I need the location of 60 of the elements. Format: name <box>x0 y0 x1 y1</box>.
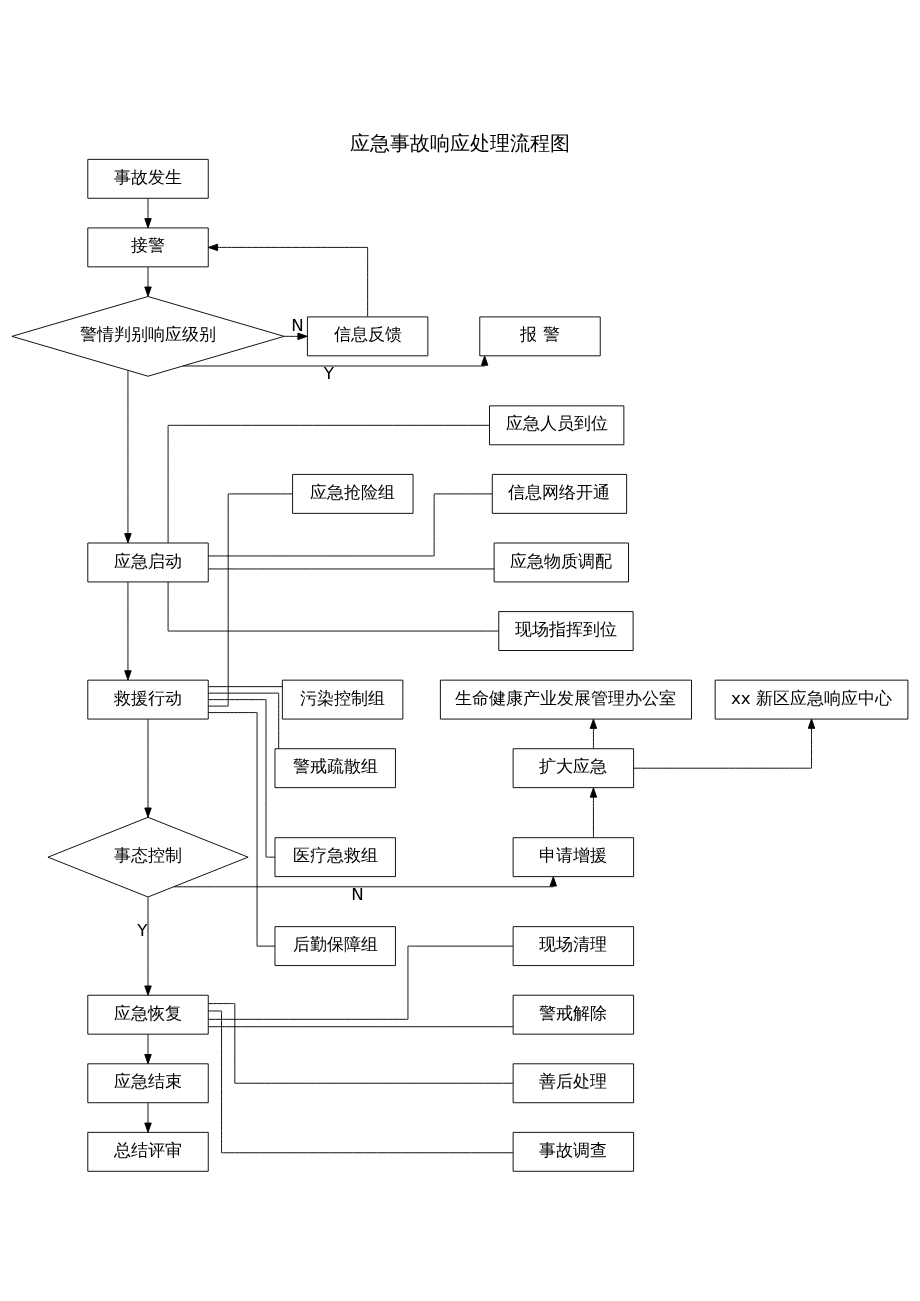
connector <box>207 692 280 749</box>
node-box: 事故发生 <box>87 158 209 199</box>
arrow <box>144 1033 152 1065</box>
node-box: 现场指挥到位 <box>498 611 634 651</box>
arrow <box>589 787 598 838</box>
edge-label: N <box>291 316 304 336</box>
node-box: xx 新区应急响应中心 <box>714 679 909 720</box>
arrow <box>207 243 369 318</box>
node-box: 应急结束 <box>87 1063 209 1104</box>
arrow <box>173 876 557 888</box>
arrow <box>124 370 132 544</box>
connector <box>208 1026 514 1028</box>
node-box: 救援行动 <box>87 679 209 720</box>
node-box: 应急启动 <box>87 542 209 583</box>
arrow <box>283 332 308 341</box>
node-box: 应急人员到位 <box>489 405 625 446</box>
node-box: 信息反馈 <box>306 316 429 357</box>
connector <box>207 699 276 858</box>
edge-label: Y <box>137 921 148 941</box>
connector <box>207 1010 514 1154</box>
node-box: 申请增援 <box>512 837 635 878</box>
arrow <box>144 718 152 818</box>
node-box: 现场清理 <box>512 926 635 967</box>
node-box: 接警 <box>87 227 209 268</box>
arrow <box>144 266 152 297</box>
node-box: 生命健康产业发展管理办公室 <box>439 679 692 720</box>
connector <box>207 1003 514 1084</box>
node-box: 扩大应急 <box>512 748 635 789</box>
arrow <box>144 1102 152 1133</box>
connector <box>207 493 293 707</box>
node-diamond: 事态控制 <box>47 816 249 898</box>
node-box: 应急恢复 <box>87 994 209 1035</box>
arrow <box>589 718 598 750</box>
node-box: 后勤保障组 <box>274 926 396 967</box>
connector <box>207 493 493 557</box>
connector <box>208 568 495 570</box>
node-box: 警戒疏散组 <box>274 748 396 789</box>
connector <box>167 581 499 632</box>
connector <box>167 424 490 544</box>
node-box: 污染控制组 <box>281 679 404 720</box>
arrow <box>144 197 152 229</box>
edge-label: N <box>351 885 364 905</box>
node-box: 应急抢险组 <box>292 473 414 514</box>
arrow <box>144 896 152 996</box>
arrow <box>182 355 489 367</box>
node-box: 警戒解除 <box>512 994 635 1035</box>
node-box: 善后处理 <box>512 1063 635 1104</box>
connector <box>207 686 283 688</box>
edge-label: Y <box>323 364 334 384</box>
arrow <box>124 581 132 681</box>
node-box: 应急物质调配 <box>493 542 629 583</box>
node-box: 医疗急救组 <box>274 837 396 878</box>
node-box: 报 警 <box>479 316 601 357</box>
diagram-title: 应急事故响应处理流程图 <box>350 130 570 155</box>
connector <box>207 945 514 1020</box>
node-box: 事故调查 <box>512 1131 635 1172</box>
arrow <box>633 718 816 769</box>
node-box: 信息网络开通 <box>491 473 628 514</box>
node-diamond: 警情判别响应级别 <box>11 296 285 377</box>
node-box: 总结评审 <box>87 1131 209 1172</box>
